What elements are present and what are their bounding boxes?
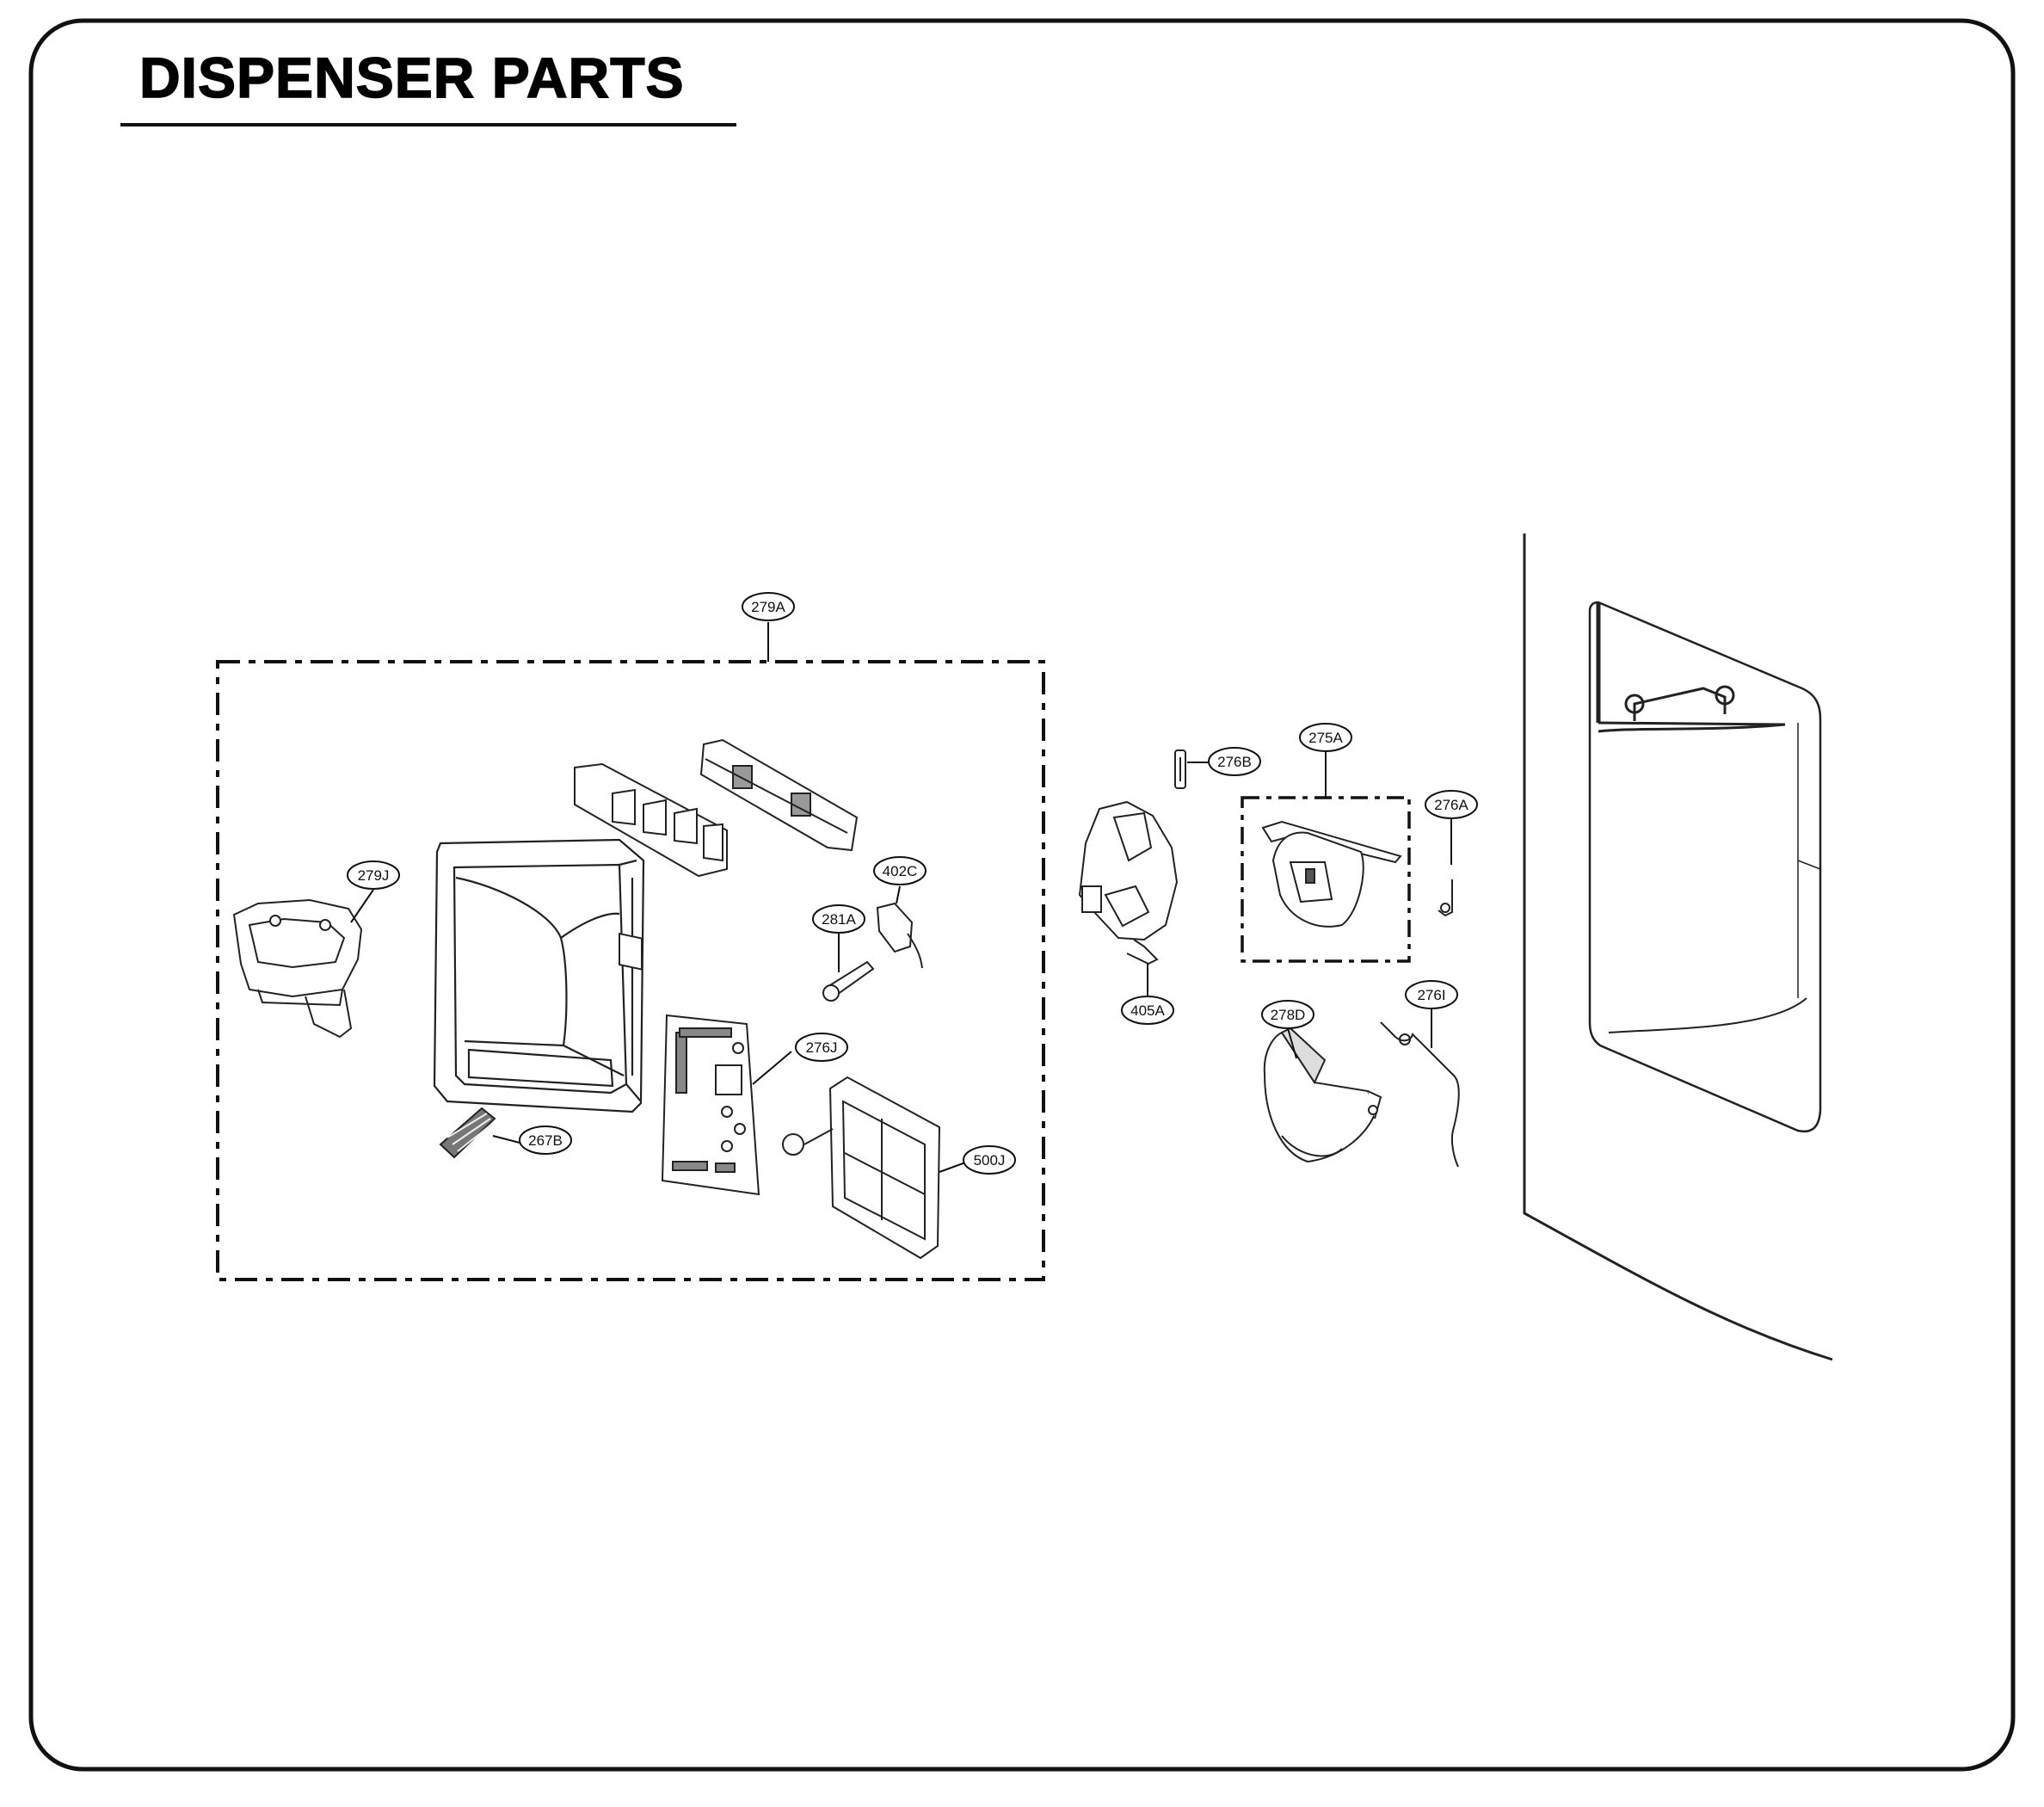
part-281A-drawing	[822, 960, 875, 1002]
part-276I-drawing	[1380, 1021, 1460, 1168]
callout-oval	[963, 1145, 1016, 1175]
callout-276b: 276B	[1208, 747, 1261, 776]
part-402C-drawing	[876, 902, 923, 969]
leader-279J	[350, 889, 374, 923]
callout-oval	[742, 592, 795, 621]
callout-402c: 402C	[873, 856, 927, 885]
part-278D-drawing	[1263, 1027, 1382, 1163]
callout-275a: 275A	[1299, 723, 1352, 752]
callout-layer: 279A 279J 402C 281A 276J 267B 500J 276B 275A 276A…	[347, 592, 1478, 1175]
callout-276j: 276J	[795, 1033, 848, 1062]
callout-label: 276A	[1434, 797, 1468, 813]
dispenser-frame-drawing	[433, 838, 645, 1113]
callout-label: 276J	[806, 1039, 838, 1056]
callout-oval	[795, 1033, 848, 1062]
callout-279a: 279A	[742, 592, 795, 621]
callout-oval	[1261, 1000, 1314, 1029]
callout-oval	[873, 856, 927, 885]
refrigerator-door-drawing	[1523, 533, 1833, 1361]
callout-label: 267B	[528, 1132, 563, 1149]
callout-267b: 267B	[519, 1126, 572, 1155]
callout-500j: 500J	[963, 1145, 1016, 1175]
part-279J-drawing	[232, 898, 363, 1039]
part-276B-drawing	[1174, 749, 1186, 789]
callout-label: 500J	[974, 1152, 1006, 1169]
callout-oval	[1405, 980, 1458, 1009]
part-276A-drawing	[1438, 879, 1453, 917]
callout-label: 281A	[822, 911, 856, 928]
leader-278D	[1287, 1027, 1297, 1059]
leader-500J	[939, 1161, 969, 1173]
callout-label: 275A	[1308, 730, 1343, 746]
callout-label: 279A	[751, 599, 785, 615]
callout-279j: 279J	[347, 860, 400, 890]
part-405A-drawing	[1078, 800, 1179, 965]
callout-oval	[1208, 747, 1261, 776]
callout-label: 405A	[1130, 1002, 1165, 1019]
part-500J-drawing	[782, 1076, 941, 1260]
callout-label: 276B	[1217, 754, 1252, 770]
callout-276a: 276A	[1425, 790, 1478, 819]
callout-label: 278D	[1271, 1007, 1306, 1023]
leader-276J	[752, 1051, 792, 1085]
callout-oval	[1299, 723, 1352, 752]
page-border	[28, 18, 2016, 1772]
callout-oval	[1425, 790, 1478, 819]
callout-oval	[347, 860, 400, 890]
callout-oval	[1121, 996, 1174, 1025]
display-panel-drawing	[574, 738, 859, 971]
callout-oval	[812, 904, 865, 934]
callout-281a: 281A	[812, 904, 865, 934]
leader-402C	[896, 885, 901, 904]
callout-278d: 278D	[1261, 1000, 1314, 1029]
callout-label: 276I	[1417, 987, 1445, 1003]
assembly-box-279A	[216, 660, 1045, 1281]
leader-267B	[492, 1135, 520, 1144]
callout-oval	[519, 1126, 572, 1155]
part-267B-drawing	[439, 1107, 496, 1159]
part-276J-drawing	[661, 1014, 760, 1196]
page-title: DISPENSER PARTS	[139, 45, 685, 110]
part-275A-drawing	[1261, 820, 1402, 928]
callout-label: 279J	[358, 867, 390, 884]
callout-label: 402C	[883, 863, 918, 879]
callout-276i: 276I	[1405, 980, 1458, 1009]
callout-405a: 405A	[1121, 996, 1174, 1025]
